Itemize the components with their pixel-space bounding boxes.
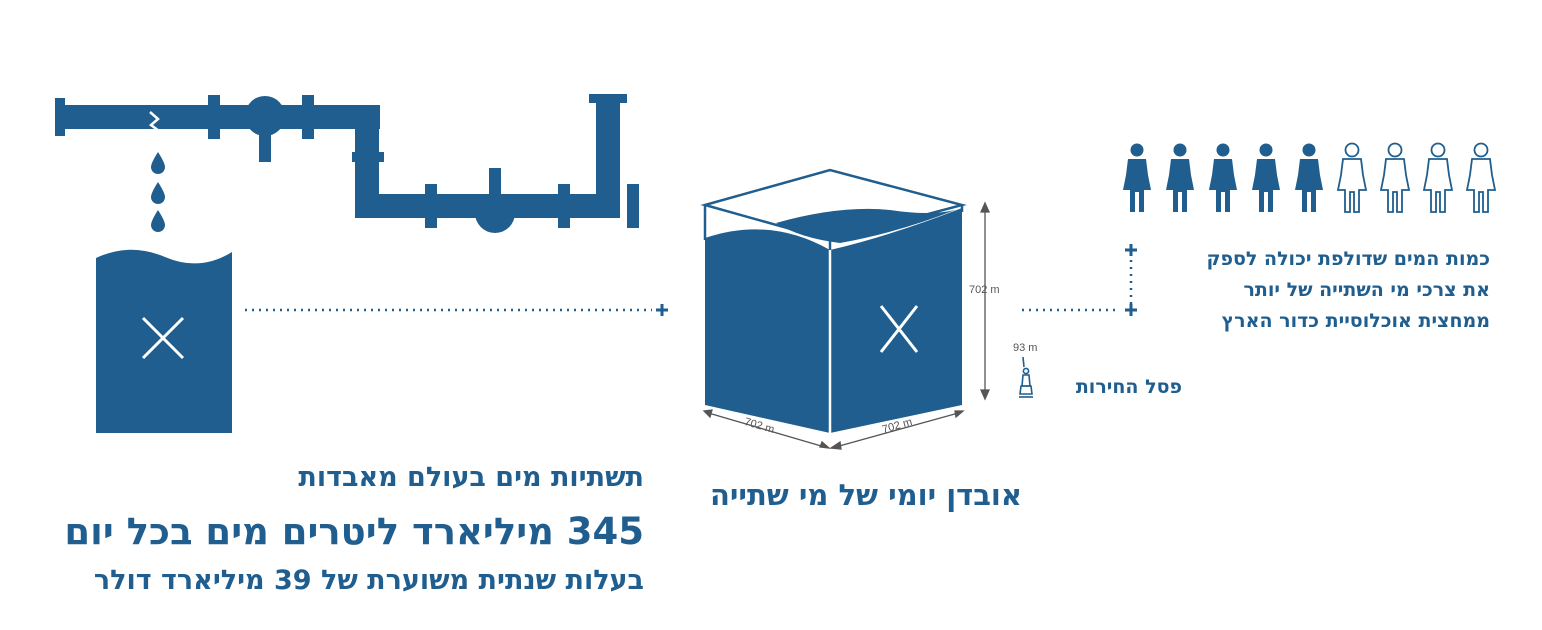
cross-icon xyxy=(879,305,919,353)
statue-height-label: 93 m xyxy=(1013,342,1038,354)
headline-line-2: 345 מיליארד ליטרים מים בכל יום xyxy=(64,510,644,553)
cube-icon xyxy=(700,168,967,433)
tank-icon xyxy=(96,249,232,433)
plus-icon xyxy=(1125,244,1137,256)
person-outline-icon xyxy=(1423,142,1453,213)
dimension-arrows xyxy=(702,201,991,450)
headline-line-1: תשתיות מים בעולם מאבדות xyxy=(298,462,644,493)
person-filled-icon xyxy=(1123,143,1151,212)
statue-of-liberty-icon xyxy=(1019,356,1033,398)
person-filled-icon xyxy=(1252,143,1280,212)
people-caption-line: ממחצית אוכלוסיית כדור הארץ xyxy=(1221,310,1490,332)
plus-icon xyxy=(1125,304,1137,316)
plus-icon xyxy=(656,304,668,316)
statue-caption: פסל החירות xyxy=(1075,376,1182,398)
headline-line-3: בעלות שנתית משוערת של 39 מיליארד דולר xyxy=(93,565,644,596)
pipe-icon xyxy=(55,94,639,233)
person-outline-icon xyxy=(1380,142,1410,213)
person-filled-icon xyxy=(1166,143,1194,212)
people-caption-line: את צרכי מי השתייה של יותר xyxy=(1243,279,1490,301)
water-drop-icon xyxy=(151,152,165,232)
person-filled-icon xyxy=(1295,143,1323,212)
people-caption: כמות המים שדולפת יכולה לספק את צרכי מי ה… xyxy=(1207,244,1491,337)
cross-icon xyxy=(141,316,185,360)
cube-height-label: 702 m xyxy=(969,284,1000,296)
person-outline-icon xyxy=(1466,142,1496,213)
people-row xyxy=(1123,142,1496,213)
person-outline-icon xyxy=(1337,142,1367,213)
person-filled-icon xyxy=(1209,143,1237,212)
cube-caption: אובדן יומי של מי שתייה xyxy=(709,478,1022,512)
people-caption-line: כמות המים שדולפת יכולה לספק xyxy=(1206,248,1491,270)
